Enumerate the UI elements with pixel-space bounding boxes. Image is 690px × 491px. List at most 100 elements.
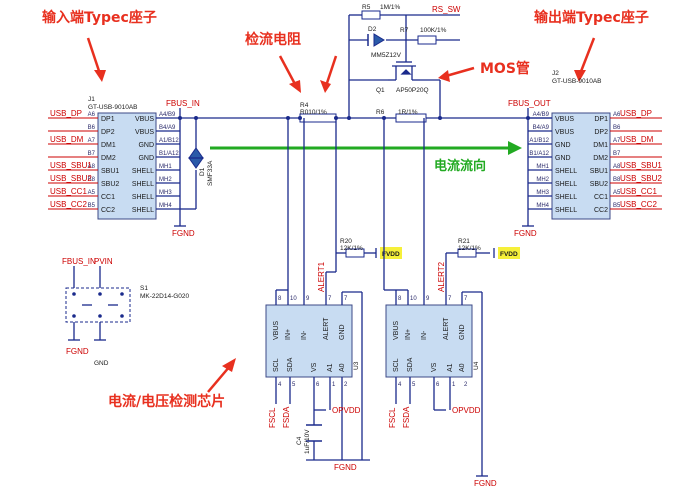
r5-ref: R5 [362, 4, 371, 11]
ic-pin-number: 1 [332, 382, 336, 388]
r21-ref: R21 [458, 238, 470, 245]
ic-pin-number: 7 [344, 296, 348, 302]
d1-tvs-diode [188, 147, 204, 169]
ic-pin-label: VBUS [273, 321, 280, 340]
pin-label: SBU2 [101, 181, 119, 188]
fscl-net-u4: FSCL [388, 407, 397, 428]
pin-number: A4/B9 [159, 112, 176, 118]
pin-number: B1/A12 [159, 151, 179, 157]
ic-pin-number: 8 [278, 296, 282, 302]
ic-pin-label: A1 [327, 363, 334, 372]
ic-pin-number: 5 [292, 382, 296, 388]
pin-number: B1/A12 [529, 151, 549, 157]
pin-label: SHELL [132, 181, 154, 188]
net-label: USB_CC1 [50, 187, 87, 196]
net-label: USB_SBU2 [620, 174, 662, 183]
s1-ref: S1 [140, 285, 148, 292]
ic-pin-label: A1 [447, 363, 454, 372]
pin-label: SBU1 [590, 168, 608, 175]
ic-pin-label: A0 [339, 363, 346, 372]
pin-number: A5 [88, 190, 96, 196]
j1-body [97, 112, 157, 220]
fscl-net-u3: FSCL [268, 407, 277, 428]
pin-number: MH4 [159, 203, 172, 209]
net-label: USB_CC2 [620, 200, 657, 209]
pin-number: MH3 [536, 190, 549, 196]
u4-body [385, 304, 473, 378]
s1-gnd-label: GND [94, 360, 109, 367]
d1-value: SMF33A [207, 160, 214, 186]
pin-number: MH1 [159, 164, 172, 170]
r6-resistor [395, 113, 427, 123]
ic-pin-number: 4 [278, 382, 282, 388]
pin-number: B6 [613, 125, 621, 131]
ic-pin-label: VS [311, 362, 318, 372]
j1-ref: J1 [88, 96, 95, 103]
fvdd-label-u3: FVDD [382, 251, 400, 258]
fbus-out-net: FBUS_OUT [508, 99, 551, 108]
ic-pin-number: 8 [398, 296, 402, 302]
pin-label: DM2 [101, 155, 116, 162]
pin-number: A7 [613, 138, 621, 144]
ic-pin-number: 7 [464, 296, 468, 302]
pin-number: B7 [88, 151, 96, 157]
q1-mosfet [388, 60, 420, 81]
ic-pin-label: VBUS [393, 321, 400, 340]
r4-ref: R4 [300, 102, 309, 109]
pin-label: SHELL [555, 168, 577, 175]
d2-value: MM5Z12V [371, 52, 402, 59]
r20-value: 12K/1% [340, 245, 363, 252]
r21-value: 12K/1% [458, 245, 481, 252]
j2-fgnd-symbol [522, 223, 534, 227]
s1-fgnd-label: FGND [66, 347, 89, 356]
u4-ref: U4 [473, 361, 480, 370]
ic-pin-label: GND [339, 324, 346, 340]
net-label: USB_SBU1 [50, 161, 92, 170]
ic-pin-label: IN+ [405, 329, 412, 340]
fvdd-label-u4: FVDD [500, 251, 518, 258]
pin-number: MH2 [536, 177, 549, 183]
fsda-net-u3: FSDA [282, 406, 291, 428]
s1-contacts [72, 292, 124, 318]
r4-value: R010/1% [300, 109, 327, 116]
pin-label: DM2 [593, 155, 608, 162]
pin-number: A6 [88, 112, 96, 118]
j2-ref: J2 [552, 70, 559, 77]
j1-wires [156, 117, 300, 223]
s1-value: MK-22D14-G020 [140, 293, 190, 300]
pin-label: GND [555, 142, 571, 149]
pin-label: SHELL [132, 168, 154, 175]
s1-body [65, 287, 131, 323]
pin-number: A8 [613, 164, 621, 170]
pin-number: A6 [613, 112, 621, 118]
mos-label: MOS管 [480, 60, 530, 77]
net-label: USB_DM [620, 135, 654, 144]
ic-pin-number: 7 [328, 296, 332, 302]
pin-label: VBUS [555, 129, 574, 136]
s1-fbus-in-net: FBUS_IN [62, 257, 96, 266]
pin-label: DM1 [593, 142, 608, 149]
net-label: USB_SBU1 [620, 161, 662, 170]
pin-label: DM1 [101, 142, 116, 149]
alert1-net: ALERT1 [317, 261, 326, 292]
pin-label: VBUS [135, 129, 154, 136]
ic-pin-number: 9 [426, 296, 430, 302]
c4-value: 1uF/10V [304, 429, 311, 454]
pin-number: MH2 [159, 177, 172, 183]
u4-fgnd-label: FGND [474, 479, 497, 488]
sense-chip-label: 电流/电压检测芯片 [108, 393, 225, 410]
pin-number: B8 [88, 177, 96, 183]
pin-number: B4/A9 [533, 125, 550, 131]
pin-number: A4/B9 [533, 112, 550, 118]
net-label: USB_DP [620, 109, 652, 118]
j2-wires [527, 108, 552, 223]
r6-ref: R6 [376, 109, 385, 116]
pin-number: B7 [613, 151, 621, 157]
pin-number: MH1 [536, 164, 549, 170]
net-label: USB_CC2 [50, 200, 87, 209]
u3-pins: VBUS8IN+10IN-9ALERT7GND7SCL4SDA5VS6A11A0… [273, 296, 348, 388]
ic-pin-label: IN+ [285, 329, 292, 340]
pin-number: A7 [88, 138, 96, 144]
output-port-label: 输出端Typec座子 [534, 9, 649, 26]
